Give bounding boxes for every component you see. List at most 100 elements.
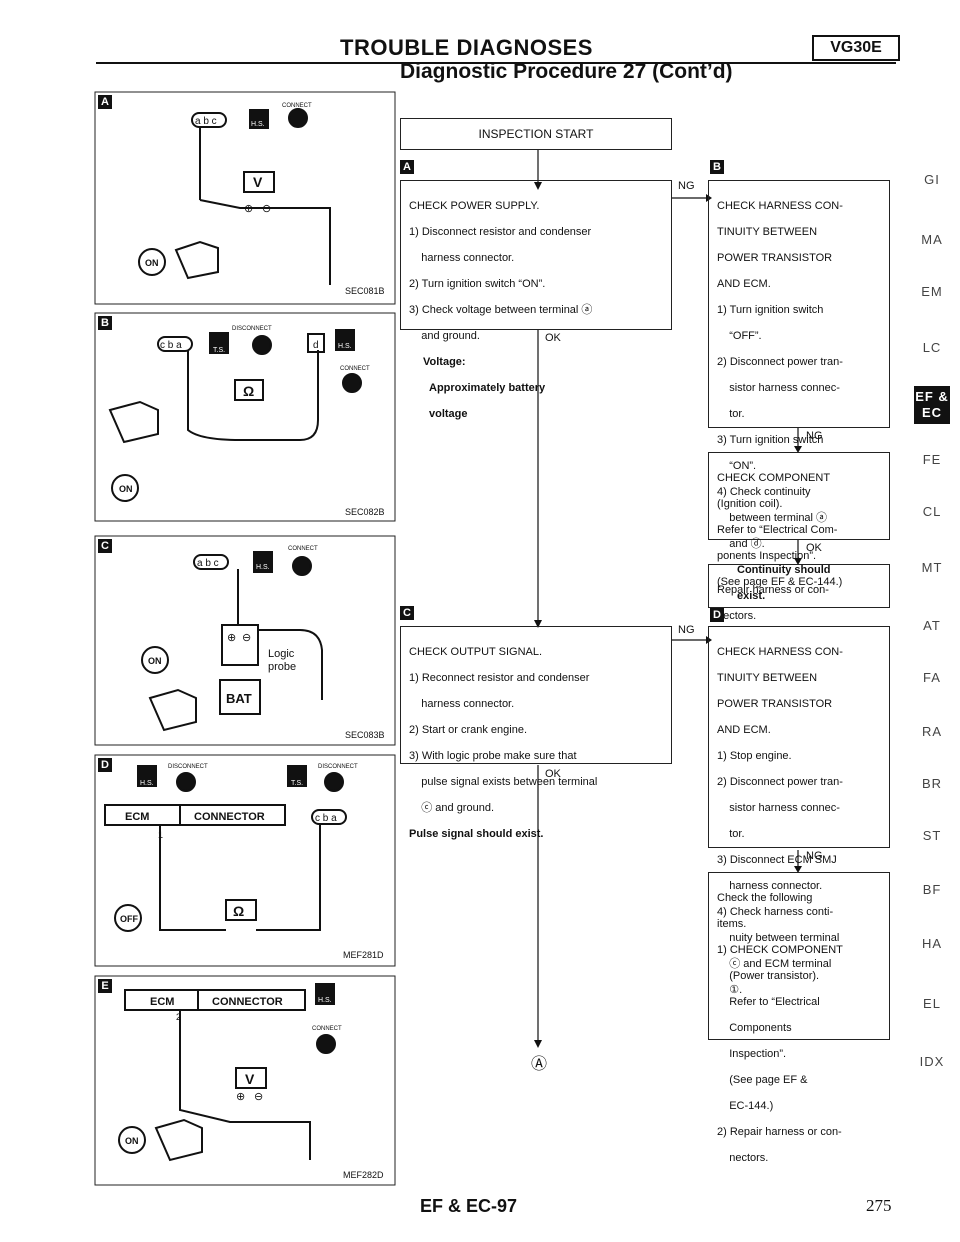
panel-e-connector-text: CONNECTOR — [212, 996, 283, 1008]
section-tab[interactable]: LC — [922, 340, 942, 355]
step-a-bold-3: voltage — [429, 408, 468, 420]
repair-box: Repair harness or con- nectors. — [708, 564, 890, 622]
panel-e-label: E — [98, 979, 112, 993]
panel-b-code: SEC082B — [345, 507, 385, 517]
panel-b-meter-text: Ω — [243, 383, 254, 399]
panel-a-hs-text: H.S. — [251, 121, 265, 128]
step-b-line-1: CHECK HARNESS CON- — [717, 200, 843, 212]
repair-line-1: Repair harness or con- — [717, 584, 829, 596]
panel-c-drawing — [141, 551, 323, 732]
section-tab[interactable]: FE — [922, 452, 942, 467]
panel-b-pins-text: c b a — [160, 340, 182, 351]
panel-c-pins-text: a b c — [197, 558, 219, 569]
ok-label-c: OK — [545, 768, 561, 780]
panel-a-switch-text: ON — [145, 258, 159, 268]
section-tab[interactable]: CL — [922, 504, 942, 519]
component-line-2: (Ignition coil). — [717, 498, 783, 510]
step-a-line-5: and ground. — [409, 330, 480, 342]
panel-a-code: SEC081B — [345, 286, 385, 296]
section-tab[interactable]: GI — [924, 172, 940, 187]
connector-a-end: Ⓐ — [531, 1056, 548, 1073]
ok-label-component: OK — [806, 542, 822, 554]
step-b-line-9: tor. — [717, 408, 745, 420]
step-d-line-11: 4) Check harness conti- — [717, 906, 834, 918]
step-c-line-4: 2) Start or crank engine. — [409, 724, 528, 736]
step-b-line-8: sistor harness connec- — [717, 382, 840, 394]
panel-b-switch-text: ON — [119, 484, 133, 494]
panel-d-disconnect1-text: DISCONNECT — [168, 764, 208, 770]
panel-a-text: CONNECT V ⊕ ⊖ a b c ON H.S. — [145, 103, 312, 268]
panel-d-code: MEF281D — [343, 950, 384, 960]
panel-d-ts-text: T.S. — [291, 780, 303, 787]
step-b-line-10: 3) Turn ignition switch — [717, 434, 824, 446]
panel-b-ts-text: T.S. — [213, 347, 225, 354]
panel-c-plus-text: ⊕ — [227, 632, 236, 644]
panel-d-ecm-text: ECM — [125, 811, 149, 823]
section-tab[interactable]: IDX — [919, 1054, 945, 1069]
section-tab[interactable]: HA — [921, 936, 943, 951]
step-b-line-2: TINUITY BETWEEN — [717, 226, 818, 238]
page-number: 275 — [866, 1196, 892, 1215]
section-tab[interactable]: EL — [923, 996, 941, 1011]
step-d-line-4: AND ECM. — [717, 724, 771, 736]
step-a-line-4: 3) Check voltage between terminal ⓐ — [409, 304, 593, 316]
panel-b-disconnect-text: DISCONNECT — [232, 326, 272, 332]
section-tab[interactable]: ST — [922, 828, 942, 843]
component-line-4: ponents Inspection”. — [717, 550, 817, 562]
step-d-line-2: TINUITY BETWEEN — [717, 672, 818, 684]
panel-b-pin-d-text: d — [313, 340, 319, 351]
panel-d-hs-text: H.S. — [140, 780, 154, 787]
step-c-line-7: ⓒ and ground. — [409, 802, 494, 814]
step-b-line-12: 4) Check continuity — [717, 486, 811, 498]
panel-e-pin-text: 2 — [176, 1012, 181, 1022]
panel-b-hs-text: H.S. — [338, 343, 352, 350]
section-tab[interactable]: AT — [923, 618, 941, 633]
ng-label-a: NG — [678, 180, 695, 192]
step-c-line-6: pulse signal exists between terminal — [409, 776, 598, 788]
section-tab[interactable]: BR — [921, 776, 943, 791]
section-tab[interactable]: BF — [922, 882, 942, 897]
panel-d-pins-text: c b a — [315, 813, 337, 824]
panel-c-hs-text: H.S. — [256, 564, 270, 571]
section-tab[interactable]: MA — [921, 232, 943, 247]
panel-e-minus-text: ⊖ — [254, 1091, 263, 1103]
panel-b-text: DISCONNECT CONNECT Ω c b a d ON T.S. H.S… — [119, 326, 370, 494]
panel-a-meter-text: V — [253, 174, 263, 190]
panel-d-pin-text: 1 — [158, 830, 163, 840]
page-reference: EF & EC-97 — [420, 1196, 518, 1216]
final-line-10: 2) Repair harness or con- — [717, 1126, 842, 1138]
panel-c-switch-text: ON — [148, 656, 162, 666]
step-d-label: D — [710, 608, 724, 622]
panel-d-switch-text: OFF — [120, 914, 138, 924]
header-rule — [96, 62, 896, 64]
step-a-line-3: 2) Turn ignition switch “ON”. — [409, 278, 546, 290]
step-c-bold-1: Pulse signal should exist. — [409, 828, 544, 840]
panel-c-connect-text: CONNECT — [288, 546, 318, 552]
panel-b-drawing — [108, 329, 362, 502]
step-a-title: CHECK POWER SUPPLY. — [409, 200, 540, 212]
panel-a-plus-text: ⊕ — [244, 203, 253, 215]
final-line-6: Components — [717, 1022, 792, 1034]
component-line-3: Refer to “Electrical Com- — [717, 524, 838, 536]
page-title: TROUBLE DIAGNOSES — [340, 35, 593, 60]
inspection-start-box: INSPECTION START — [400, 118, 672, 150]
panel-d-drawing — [104, 765, 347, 932]
section-tab[interactable]: EF & EC — [914, 386, 950, 424]
ng-label-c: NG — [678, 624, 695, 636]
panel-a-frame — [94, 91, 396, 305]
section-tab[interactable]: FA — [923, 670, 941, 685]
section-tab[interactable]: RA — [921, 724, 943, 739]
step-d-line-12: nuity between terminal — [717, 932, 840, 944]
step-d-line-3: POWER TRANSISTOR — [717, 698, 833, 710]
step-b-line-14: and ⓓ. — [717, 538, 765, 550]
panel-e-ecm-text: ECM — [150, 996, 174, 1008]
panel-d-meter-text: Ω — [233, 903, 244, 919]
section-tab[interactable]: EM — [921, 284, 943, 299]
section-tab[interactable]: MT — [921, 560, 943, 575]
step-b-line-13: between terminal ⓐ — [717, 512, 828, 524]
step-a-box: CHECK POWER SUPPLY. 1) Disconnect resist… — [400, 180, 672, 420]
panel-e-drawing — [118, 983, 336, 1162]
step-a-bold-2: Approximately battery — [429, 382, 546, 394]
step-b-line-5: 1) Turn ignition switch — [717, 304, 824, 316]
